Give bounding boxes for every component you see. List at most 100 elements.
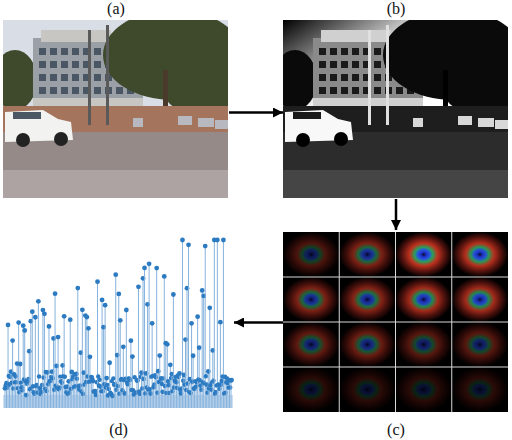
building-top: [321, 30, 391, 42]
window: [72, 74, 79, 81]
stem: [9, 385, 10, 408]
spectrum-cell: [452, 232, 508, 277]
stem-dot: [111, 376, 115, 380]
stem-dot: [189, 391, 193, 395]
window: [50, 48, 57, 55]
stem-dot: [37, 374, 41, 378]
stem: [136, 380, 137, 408]
stem: [152, 323, 153, 408]
wheel: [296, 133, 310, 147]
stem-dot: [179, 386, 183, 390]
window: [50, 61, 57, 68]
road: [3, 170, 228, 198]
spectrum-cell: [283, 232, 339, 277]
stem: [162, 392, 163, 408]
window: [39, 74, 46, 81]
stem: [194, 389, 195, 408]
grid-line: [283, 322, 508, 323]
grid-line: [451, 232, 452, 412]
stem: [158, 371, 159, 408]
stem: [127, 384, 128, 408]
window: [319, 61, 326, 68]
window: [61, 74, 68, 81]
stem: [5, 388, 6, 408]
stem: [92, 381, 93, 408]
window: [50, 87, 57, 94]
stem-dot: [171, 292, 176, 297]
window: [374, 87, 381, 94]
stem: [86, 317, 87, 408]
stem: [202, 290, 203, 408]
photo: [283, 20, 508, 198]
stem: [211, 390, 212, 408]
stem-dot: [197, 345, 202, 350]
stem-dot: [47, 324, 52, 329]
window: [61, 48, 68, 55]
stem-dot: [63, 374, 67, 378]
stem: [174, 381, 175, 408]
stem: [44, 314, 45, 408]
car: [133, 118, 143, 127]
stem-dot: [88, 354, 93, 359]
stem-dot: [51, 376, 55, 380]
car: [215, 120, 228, 129]
stem: [173, 295, 174, 408]
window: [39, 87, 46, 94]
window: [374, 74, 381, 81]
window: [94, 48, 101, 55]
stem: [11, 372, 12, 408]
window: [72, 48, 79, 55]
stem-dot: [155, 391, 159, 395]
stem: [50, 381, 51, 408]
photo: [3, 20, 228, 198]
window: [330, 74, 337, 81]
stem-dot: [230, 378, 234, 382]
stem: [64, 316, 65, 408]
stem-dot: [86, 326, 91, 331]
stem-dot: [218, 320, 223, 325]
stem-dot: [67, 391, 71, 395]
stem: [114, 385, 115, 408]
stem-dot: [150, 321, 155, 326]
plot-base: [3, 395, 233, 408]
stem: [80, 353, 81, 408]
window: [61, 87, 68, 94]
spectrum-cell: [396, 232, 452, 277]
stem: [27, 381, 28, 408]
stem: [61, 381, 62, 408]
window: [352, 87, 359, 94]
stem-dot: [169, 376, 173, 380]
stem-dot: [11, 386, 15, 390]
stem-dot: [81, 392, 85, 396]
stem: [30, 321, 31, 408]
stem-dot: [157, 353, 162, 358]
stem-dot: [19, 380, 23, 384]
tree: [283, 50, 317, 110]
stem-dot: [40, 383, 44, 387]
car: [478, 118, 494, 127]
wheel: [334, 132, 348, 146]
stem-dot: [152, 382, 156, 386]
stem-dot: [42, 311, 47, 316]
flow-arrow: [234, 321, 283, 324]
stem: [35, 317, 36, 408]
window: [39, 48, 46, 55]
stem: [103, 327, 104, 408]
stem: [187, 288, 188, 408]
spectrum-cell: [283, 277, 339, 322]
stem-dot: [105, 383, 109, 387]
car: [413, 118, 423, 127]
stem-dot: [78, 383, 82, 387]
stem: [123, 347, 124, 408]
stem-dot: [104, 376, 109, 381]
window: [50, 74, 57, 81]
stem-dot: [142, 266, 147, 271]
stem-dot: [223, 391, 227, 395]
stem: [153, 387, 154, 408]
stem: [126, 310, 127, 408]
stem-dot: [186, 242, 191, 247]
stem: [59, 388, 60, 408]
stem-dot: [130, 354, 135, 359]
stem-dot: [20, 388, 24, 392]
stem-dot: [22, 328, 27, 333]
